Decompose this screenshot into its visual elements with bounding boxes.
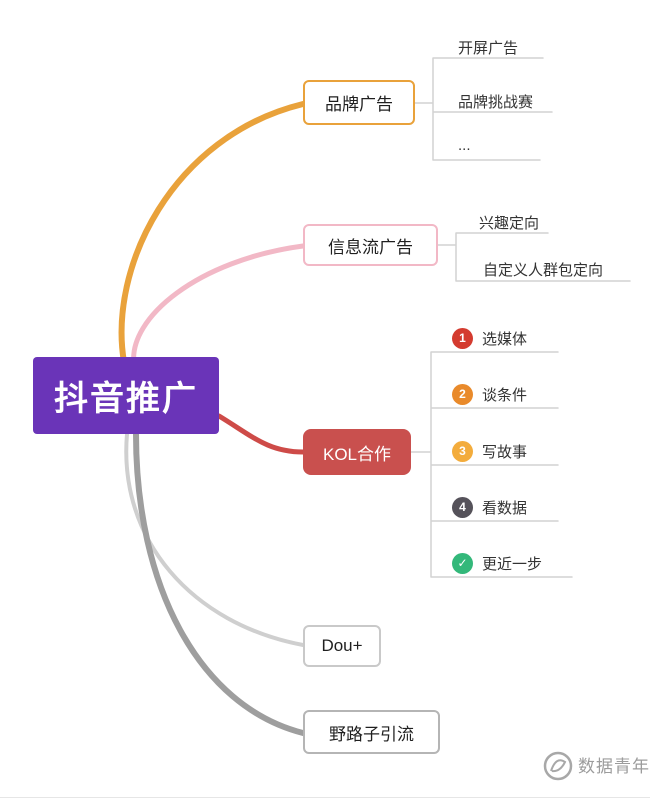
kol-step-label: 选媒体 <box>482 330 528 348</box>
child-node-splash-ads[interactable]: 开屏广告 <box>458 40 519 57</box>
kol-step-write-story[interactable]: 3 写故事 <box>452 439 527 463</box>
root-node[interactable]: 抖音推广 <box>33 357 219 434</box>
step-4-badge: 4 <box>452 496 473 518</box>
branch-node-kol[interactable]: KOL合作 <box>303 429 411 475</box>
bracket-feed <box>437 232 631 282</box>
kol-step-negotiate[interactable]: 2 谈条件 <box>452 382 527 406</box>
step-1-badge: 1 <box>452 327 473 349</box>
branch-node-unofficial-traffic[interactable]: 野路子引流 <box>303 710 440 754</box>
bracket-brand <box>414 57 553 161</box>
bracket-kol <box>410 351 573 578</box>
branch-node-feed-ads[interactable]: 信息流广告 <box>303 224 438 266</box>
curve-yelu <box>133 431 306 736</box>
branch-node-dou-plus[interactable]: Dou+ <box>303 625 381 667</box>
child-node-brand-challenge[interactable]: 品牌挑战赛 <box>458 94 534 111</box>
kol-step-label: 谈条件 <box>482 386 528 404</box>
watermark-text: 数据青年 <box>578 756 650 776</box>
child-connectors <box>410 57 631 578</box>
check-badge: ✓ <box>452 552 473 574</box>
step-3-badge: 3 <box>452 440 473 462</box>
kol-step-check-data[interactable]: 4 看数据 <box>452 495 527 519</box>
step-2-badge: 2 <box>452 383 473 405</box>
curve-dou <box>124 432 305 647</box>
watermark-logo-spacer <box>541 749 571 779</box>
watermark-logo-icon <box>543 751 573 781</box>
kol-step-label: 更近一步 <box>482 555 543 573</box>
watermark: 数据青年 <box>541 749 650 779</box>
curve-brand <box>118 101 306 365</box>
kol-step-go-further[interactable]: ✓ 更近一步 <box>452 551 542 575</box>
curve-feed <box>131 243 306 367</box>
branch-node-brand-ads[interactable]: 品牌广告 <box>303 80 415 125</box>
kol-step-label: 看数据 <box>482 499 528 517</box>
kol-step-choose-media[interactable]: 1 选媒体 <box>452 326 527 350</box>
child-node-interest-targeting[interactable]: 兴趣定向 <box>479 215 540 232</box>
kol-step-label: 写故事 <box>482 443 528 461</box>
child-node-ellipsis[interactable]: ... <box>458 137 471 154</box>
curve-kol <box>216 413 306 455</box>
child-node-custom-audience[interactable]: 自定义人群包定向 <box>483 262 604 279</box>
